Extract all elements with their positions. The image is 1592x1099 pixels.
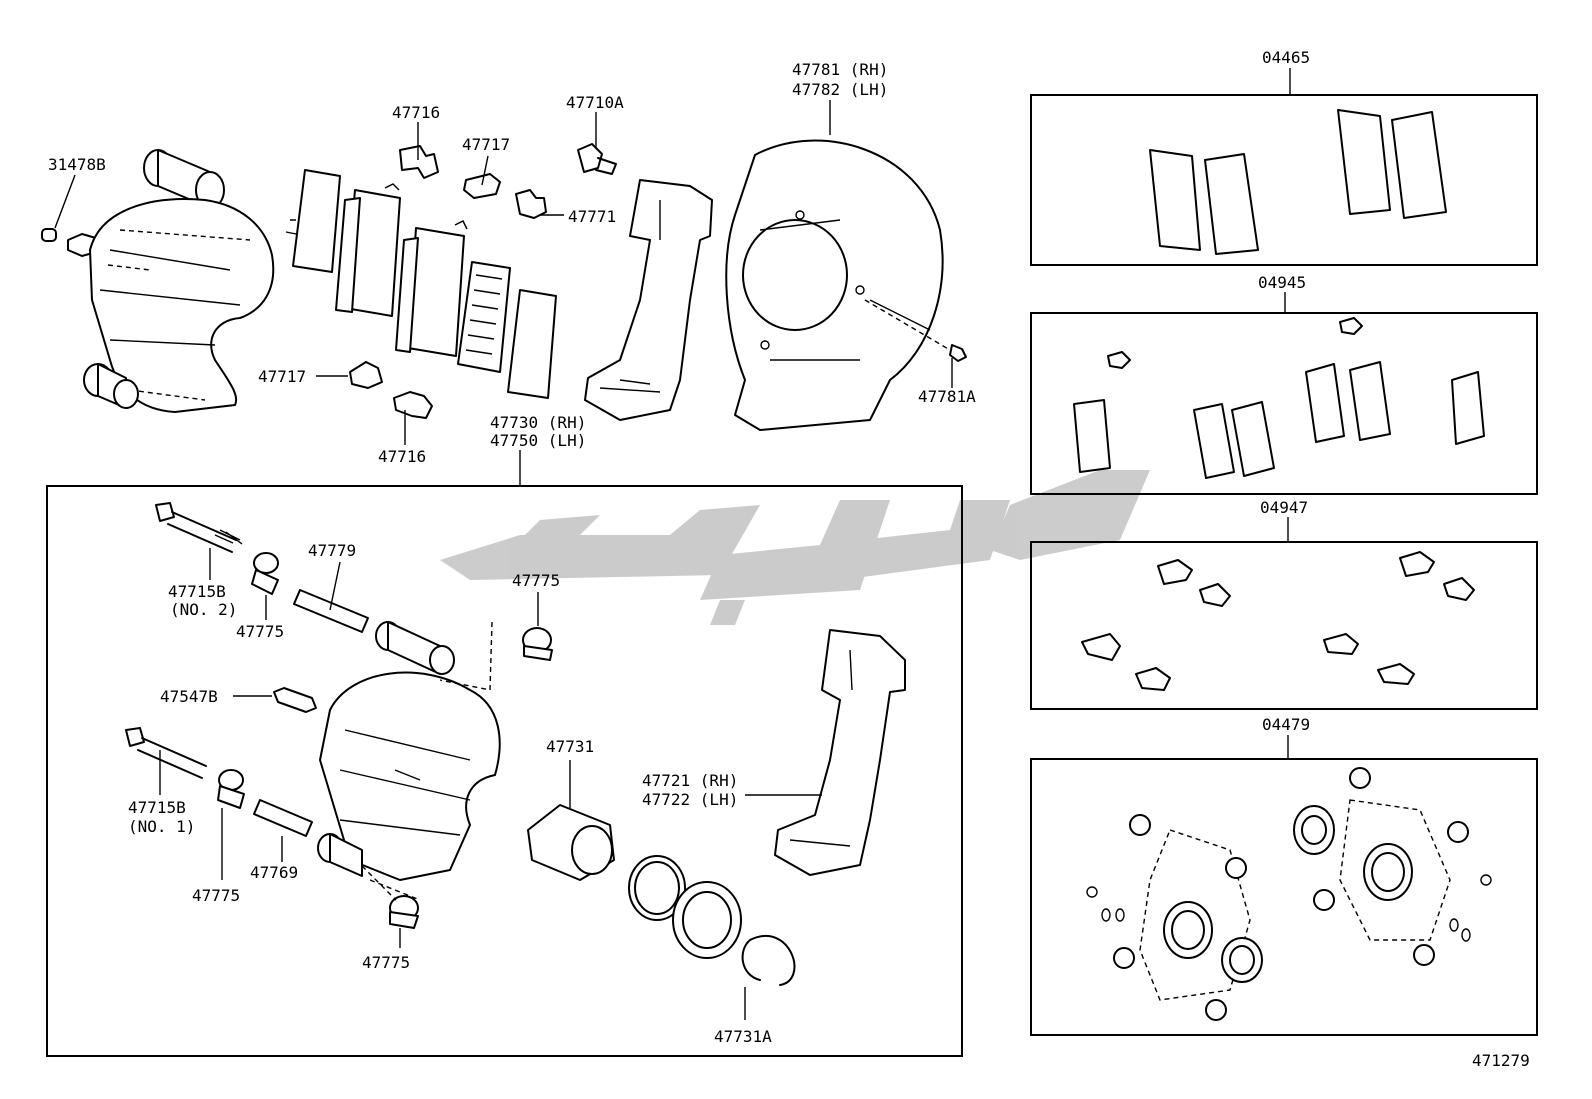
label-31478B: 31478B [48,155,106,174]
pad-shim-outer [285,169,341,273]
bushing-47775-b [522,627,553,661]
bleeder-screw-47547B [273,687,317,713]
kit-04945-shims [1073,317,1485,479]
label-no1: (NO. 1) [128,817,195,836]
pad-support-clip-47716-top [399,145,439,179]
bleeder-plug-bolt [577,143,617,175]
label-47781A: 47781A [918,387,976,406]
label-47779: 47779 [308,541,356,560]
kit-box-04465 [1030,94,1538,266]
kit-box-04945 [1030,312,1538,495]
part-number-labels: 31478B 47716 47717 47710A 47771 47781 (R… [48,48,1530,1070]
label-47750-lh: 47750 (LH) [490,431,586,450]
label-47721-rh: 47721 (RH) [642,771,738,790]
label-47771: 47771 [568,207,616,226]
label-47782-lh: 47782 (LH) [792,80,888,99]
dust-cover-bolt-47781A [949,344,967,362]
slide-bolt-no1 [125,727,207,779]
slide-bolt-no2 [155,502,243,553]
label-47715B-no2: 47715B [168,582,226,601]
leader-lines-top [54,68,1291,759]
label-47710A: 47710A [566,93,624,112]
slide-pin-47769 [253,799,313,837]
bushing-47775-c [217,769,245,809]
kit-04947-clips [1081,551,1475,691]
label-kit-04479: 04479 [1262,715,1310,734]
label-47547B: 47547B [160,687,218,706]
caliper-mounting-bracket-main [774,629,906,876]
label-kit-04465: 04465 [1262,48,1310,67]
slide-pin-47779 [293,589,369,633]
label-no2: (NO. 2) [170,600,237,619]
brake-pad-outer [335,183,401,317]
caliper-piston-47731 [527,804,615,881]
disc-brake-dust-cover [725,139,944,431]
label-47722-lh: 47722 (LH) [642,790,738,809]
label-47775-d: 47775 [362,953,410,972]
bushing-47775-a [251,552,279,595]
pad-wear-indicator-47771 [515,189,547,219]
label-47775-a: 47775 [236,622,284,641]
label-47769: 47769 [250,863,298,882]
label-47731A: 47731A [714,1027,772,1046]
label-47775-c: 47775 [192,886,240,905]
label-47716-mid: 47716 [378,447,426,466]
leader-lines-main [159,548,822,1020]
label-kit-04945: 04945 [1258,273,1306,292]
kit-04465-pads [1149,109,1447,255]
diagram-id: 471279 [1472,1051,1530,1070]
label-47730-rh: 47730 (RH) [490,413,586,432]
anti-squeal-shim [457,261,511,373]
caliper-mounting-bracket-top [584,179,713,421]
label-47717-top: 47717 [462,135,510,154]
kit-box-04479 [1030,758,1538,1036]
kit-04479-seal-kit [1086,767,1492,1021]
bleeder-cap-part [41,228,97,257]
watermark-logo [440,470,1150,625]
bushing-47775-d [389,895,419,929]
caliper-body-main [317,621,501,881]
caliper-body-top [83,149,275,413]
caliper-assembly-frame [46,485,963,1057]
label-47775-b: 47775 [512,571,560,590]
label-47715B-no1: 47715B [128,798,186,817]
anti-rattle-clip-47717-top [463,173,501,199]
label-47731: 47731 [546,737,594,756]
pad-shim-inner [507,289,557,399]
label-47717-mid: 47717 [258,367,306,386]
piston-seal-rings [628,855,796,986]
label-47781-rh: 47781 (RH) [792,60,888,79]
pad-support-clip-47716-mid [393,391,433,419]
kit-box-04947 [1030,541,1538,710]
label-kit-04947: 04947 [1260,498,1308,517]
brake-pad-inner [395,220,468,357]
anti-rattle-clip-47717-mid [349,361,383,389]
label-47716-top: 47716 [392,103,440,122]
